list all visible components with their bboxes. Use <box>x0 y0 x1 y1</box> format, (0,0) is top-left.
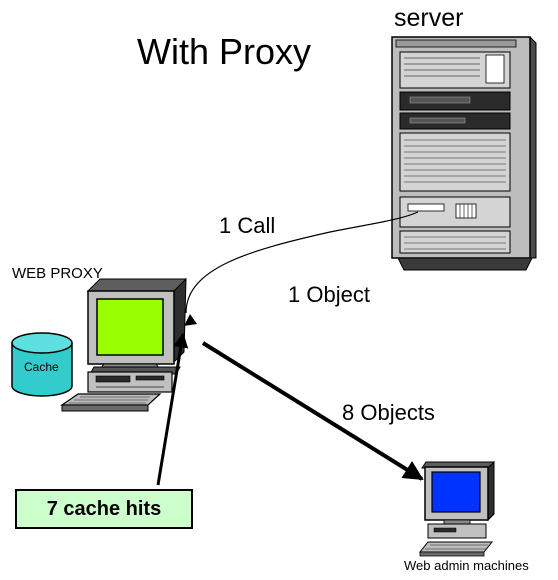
cache-hits-arrow <box>156 332 189 486</box>
cache-hits-text: 7 cache hits <box>46 497 162 520</box>
server-tower-icon <box>391 36 537 271</box>
web-admin-label: Web admin machines <box>404 558 529 573</box>
call-connector <box>185 211 419 314</box>
proxy-computer-icon <box>60 277 187 412</box>
client-computer-icon <box>418 460 495 557</box>
cache-cylinder-icon <box>11 332 73 397</box>
object-return-arrow <box>184 314 197 326</box>
call-label: 1 Call <box>219 213 276 238</box>
objects-label: 8 Objects <box>342 400 435 425</box>
web-proxy-label: WEB PROXY <box>12 265 103 282</box>
cache-label: Cache <box>24 360 59 374</box>
objects-arrow <box>201 341 424 481</box>
server-label: server <box>394 4 464 32</box>
object-label: 1 Object <box>288 282 370 307</box>
diagram-title: With Proxy <box>137 31 312 72</box>
cache-hits-callout: 7 cache hits <box>15 489 193 529</box>
